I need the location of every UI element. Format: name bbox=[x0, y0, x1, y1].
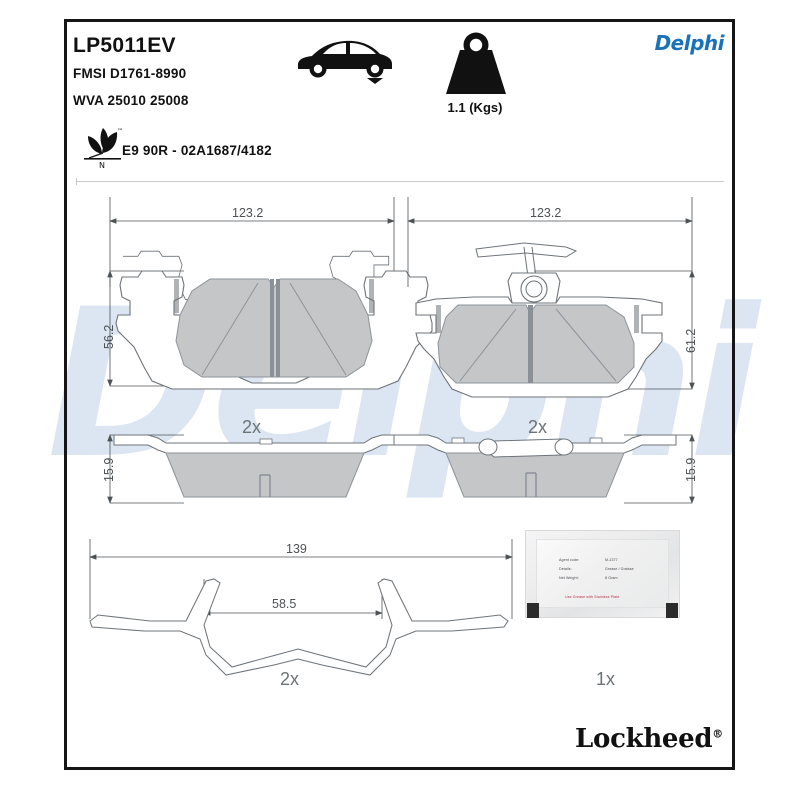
sachet-row-2-key: Net Weight: bbox=[559, 576, 579, 580]
dim-clip-inner-span: 58.5 bbox=[272, 597, 297, 611]
header-divider-cap bbox=[76, 178, 77, 185]
car-rear-axle-icon bbox=[298, 40, 392, 84]
dim-left-profile-thickness: 15.9 bbox=[102, 457, 116, 482]
drawing-board: 123.2 56.2 123.2 61.2 15.9 15.9 139 58.5… bbox=[64, 19, 735, 770]
lockheed-logo: Lockheed® bbox=[575, 724, 723, 754]
technical-drawings-svg bbox=[89, 197, 695, 676]
delphi-logo: Delphi bbox=[654, 31, 725, 55]
sachet-row-0-value: M-1377 bbox=[605, 558, 618, 562]
dim-right-pad-height: 61.2 bbox=[684, 328, 698, 353]
header-divider bbox=[76, 181, 724, 182]
svg-text:™: ™ bbox=[117, 128, 123, 135]
sachet-row-2-value: 8 Gram bbox=[605, 576, 618, 580]
weight-value: 1.1 (Kgs) bbox=[447, 100, 503, 115]
svg-text:N: N bbox=[99, 161, 105, 170]
wva-code: WVA 25010 25008 bbox=[73, 93, 189, 108]
sachet-warning-text: Use Grease with Stainless Plate bbox=[565, 595, 620, 599]
sachet-notch-right bbox=[666, 603, 678, 618]
grease-sachet-photo: Agent code: M-1377 Details: Grease / Gra… bbox=[525, 530, 680, 618]
qty-left-pad: 2x bbox=[242, 417, 262, 437]
left-pad-profile-shape bbox=[113, 434, 417, 498]
sachet-inner-film bbox=[536, 539, 669, 608]
dim-left-pad-height: 56.2 bbox=[102, 324, 116, 349]
dim-clip-overall-width: 139 bbox=[286, 542, 307, 556]
sachet-row-1-key: Details: bbox=[559, 567, 572, 571]
qty-spring-clip: 2x bbox=[280, 669, 300, 689]
right-pad-front-shape bbox=[415, 242, 663, 398]
sachet-row-1-value: Grease / Graisse bbox=[605, 567, 634, 571]
qty-grease-sachet: 1x bbox=[596, 669, 616, 689]
part-number: LP5011EV bbox=[73, 34, 176, 57]
lockheed-registered-mark: ® bbox=[712, 727, 723, 741]
qty-right-pad: 2x bbox=[528, 417, 548, 437]
right-pad-profile-shape bbox=[393, 434, 677, 498]
sheet-frame bbox=[64, 19, 735, 770]
sachet-notch-left bbox=[527, 603, 539, 618]
ece-approval-code: E9 90R - 02A1687/4182 bbox=[122, 143, 272, 158]
dim-left-pad-width: 123.2 bbox=[232, 206, 264, 220]
dim-right-pad-width: 123.2 bbox=[530, 206, 562, 220]
lockheed-logo-text: Lockheed bbox=[575, 724, 713, 754]
sachet-row-0-key: Agent code: bbox=[559, 558, 580, 562]
header-block: LP5011EV FMSI D1761-8990 WVA 25010 25008… bbox=[67, 22, 732, 177]
dim-right-profile-thickness: 15.9 bbox=[684, 457, 698, 482]
weight-kettlebell-icon bbox=[446, 32, 506, 94]
left-pad-front-shape bbox=[115, 270, 433, 390]
spring-clip-shape bbox=[89, 578, 509, 676]
eco-leaf-icon: N ™ bbox=[84, 128, 123, 170]
fmsi-code: FMSI D1761-8990 bbox=[73, 66, 187, 81]
